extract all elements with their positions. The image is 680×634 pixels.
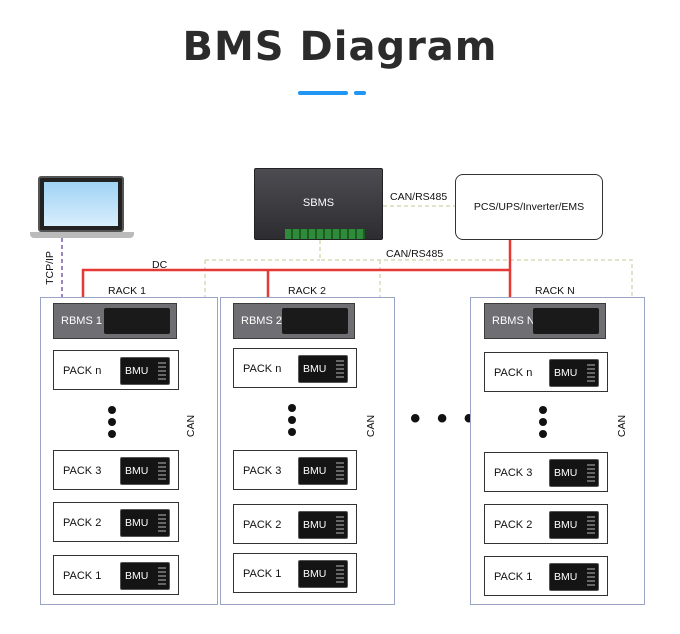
- pack-label: PACK 1: [494, 571, 533, 583]
- dc-label: DC: [152, 259, 168, 271]
- rack-2-pack-n: PACK n BMU: [233, 348, 357, 388]
- pack-label: PACK n: [494, 367, 533, 379]
- page-title: BMS Diagram: [182, 24, 498, 70]
- bmu: BMU: [298, 457, 348, 485]
- rbms-1: RBMS 1: [53, 303, 177, 339]
- vertical-ellipsis-dot: [108, 418, 116, 426]
- bmu-label: BMU: [125, 465, 149, 477]
- laptop-icon: [38, 176, 124, 232]
- bmu-label: BMU: [554, 467, 578, 479]
- bmu-label: BMU: [554, 519, 578, 531]
- rbms-1-label: RBMS 1: [61, 315, 102, 327]
- laptop-base: [30, 232, 134, 238]
- vertical-ellipsis-dot: [108, 430, 116, 438]
- rack-1-label: RACK 1: [108, 285, 146, 297]
- bmu: BMU: [120, 457, 170, 485]
- sbms-terminal: [285, 229, 365, 239]
- bmu: BMU: [298, 511, 348, 539]
- rack-2-pack-1: PACK 1 BMU: [233, 553, 357, 593]
- bmu-label: BMU: [303, 363, 327, 375]
- rack-1-pack-n: PACK n BMU: [53, 350, 179, 390]
- bmu-label: BMU: [125, 365, 149, 377]
- pack-label: PACK n: [63, 365, 102, 377]
- bmu: BMU: [549, 459, 599, 487]
- bmu-label: BMU: [125, 570, 149, 582]
- bmu: BMU: [549, 563, 599, 591]
- vertical-ellipsis-dot: [288, 416, 296, 424]
- pack-label: PACK 3: [63, 465, 102, 477]
- pack-label: PACK 1: [63, 570, 102, 582]
- bmu: BMU: [298, 560, 348, 588]
- vertical-ellipsis-dot: [108, 406, 116, 414]
- pack-label: PACK 2: [63, 517, 102, 529]
- pack-label: PACK 3: [494, 467, 533, 479]
- rack-2-label: RACK 2: [288, 285, 326, 297]
- rack-2-pack-3: PACK 3 BMU: [233, 450, 357, 490]
- bmu-label: BMU: [554, 571, 578, 583]
- pcs-label: PCS/UPS/Inverter/EMS: [473, 201, 585, 213]
- vertical-ellipsis-dot: [288, 404, 296, 412]
- rack-1-pack-1: PACK 1 BMU: [53, 555, 179, 595]
- rbms-n: RBMS N: [484, 303, 606, 339]
- pack-label: PACK 2: [494, 519, 533, 531]
- pcs-ups-inverter-ems-box: PCS/UPS/Inverter/EMS: [455, 174, 603, 240]
- bmu: BMU: [549, 359, 599, 387]
- more-racks-ellipsis: • • •: [410, 402, 479, 435]
- title-underline-accent: [354, 91, 366, 95]
- rbms-n-device: [533, 308, 599, 334]
- rack-n-can-label: CAN: [616, 414, 629, 438]
- vertical-ellipsis-dot: [288, 428, 296, 436]
- rack-1-can-label: CAN: [185, 414, 198, 438]
- bmu-label: BMU: [125, 517, 149, 529]
- rack-2-can-label: CAN: [365, 414, 378, 438]
- bmu-label: BMU: [303, 465, 327, 477]
- pack-label: PACK 2: [243, 519, 282, 531]
- bmu-label: BMU: [303, 568, 327, 580]
- rbms-2: RBMS 2: [233, 303, 355, 339]
- rack-n-pack-n: PACK n BMU: [484, 352, 608, 392]
- rbms-n-label: RBMS N: [492, 315, 535, 327]
- vertical-ellipsis-dot: [539, 430, 547, 438]
- rbms-1-device: [104, 308, 170, 334]
- rack-n-label: RACK N: [535, 285, 575, 297]
- rack-n-pack-1: PACK 1 BMU: [484, 556, 608, 596]
- vertical-ellipsis-dot: [539, 406, 547, 414]
- vertical-ellipsis-dot: [539, 418, 547, 426]
- rack-n: [470, 297, 645, 605]
- rbms-2-label: RBMS 2: [241, 315, 282, 327]
- title-underline: [298, 91, 348, 95]
- tcp-ip-label: TCP/IP: [43, 251, 56, 285]
- rack-n-pack-2: PACK 2 BMU: [484, 504, 608, 544]
- can-rs485-label-top: CAN/RS485: [390, 191, 448, 203]
- rack-2-pack-2: PACK 2 BMU: [233, 504, 357, 544]
- bmu: BMU: [120, 357, 170, 385]
- bmu-label: BMU: [303, 519, 327, 531]
- pack-label: PACK 1: [243, 568, 282, 580]
- can-rs485-label-mid: CAN/RS485: [386, 248, 444, 260]
- rack-1-pack-3: PACK 3 BMU: [53, 450, 179, 490]
- sbms-label: SBMS: [302, 197, 335, 209]
- bmu: BMU: [120, 509, 170, 537]
- bmu: BMU: [549, 511, 599, 539]
- sbms-device: SBMS: [254, 168, 383, 240]
- bmu: BMU: [298, 355, 348, 383]
- rack-1-pack-2: PACK 2 BMU: [53, 502, 179, 542]
- dc-bus: [81, 240, 512, 300]
- bmu: BMU: [120, 562, 170, 590]
- rbms-2-device: [282, 308, 348, 334]
- rack-n-pack-3: PACK 3 BMU: [484, 452, 608, 492]
- pack-label: PACK 3: [243, 465, 282, 477]
- bmu-label: BMU: [554, 367, 578, 379]
- pack-label: PACK n: [243, 363, 282, 375]
